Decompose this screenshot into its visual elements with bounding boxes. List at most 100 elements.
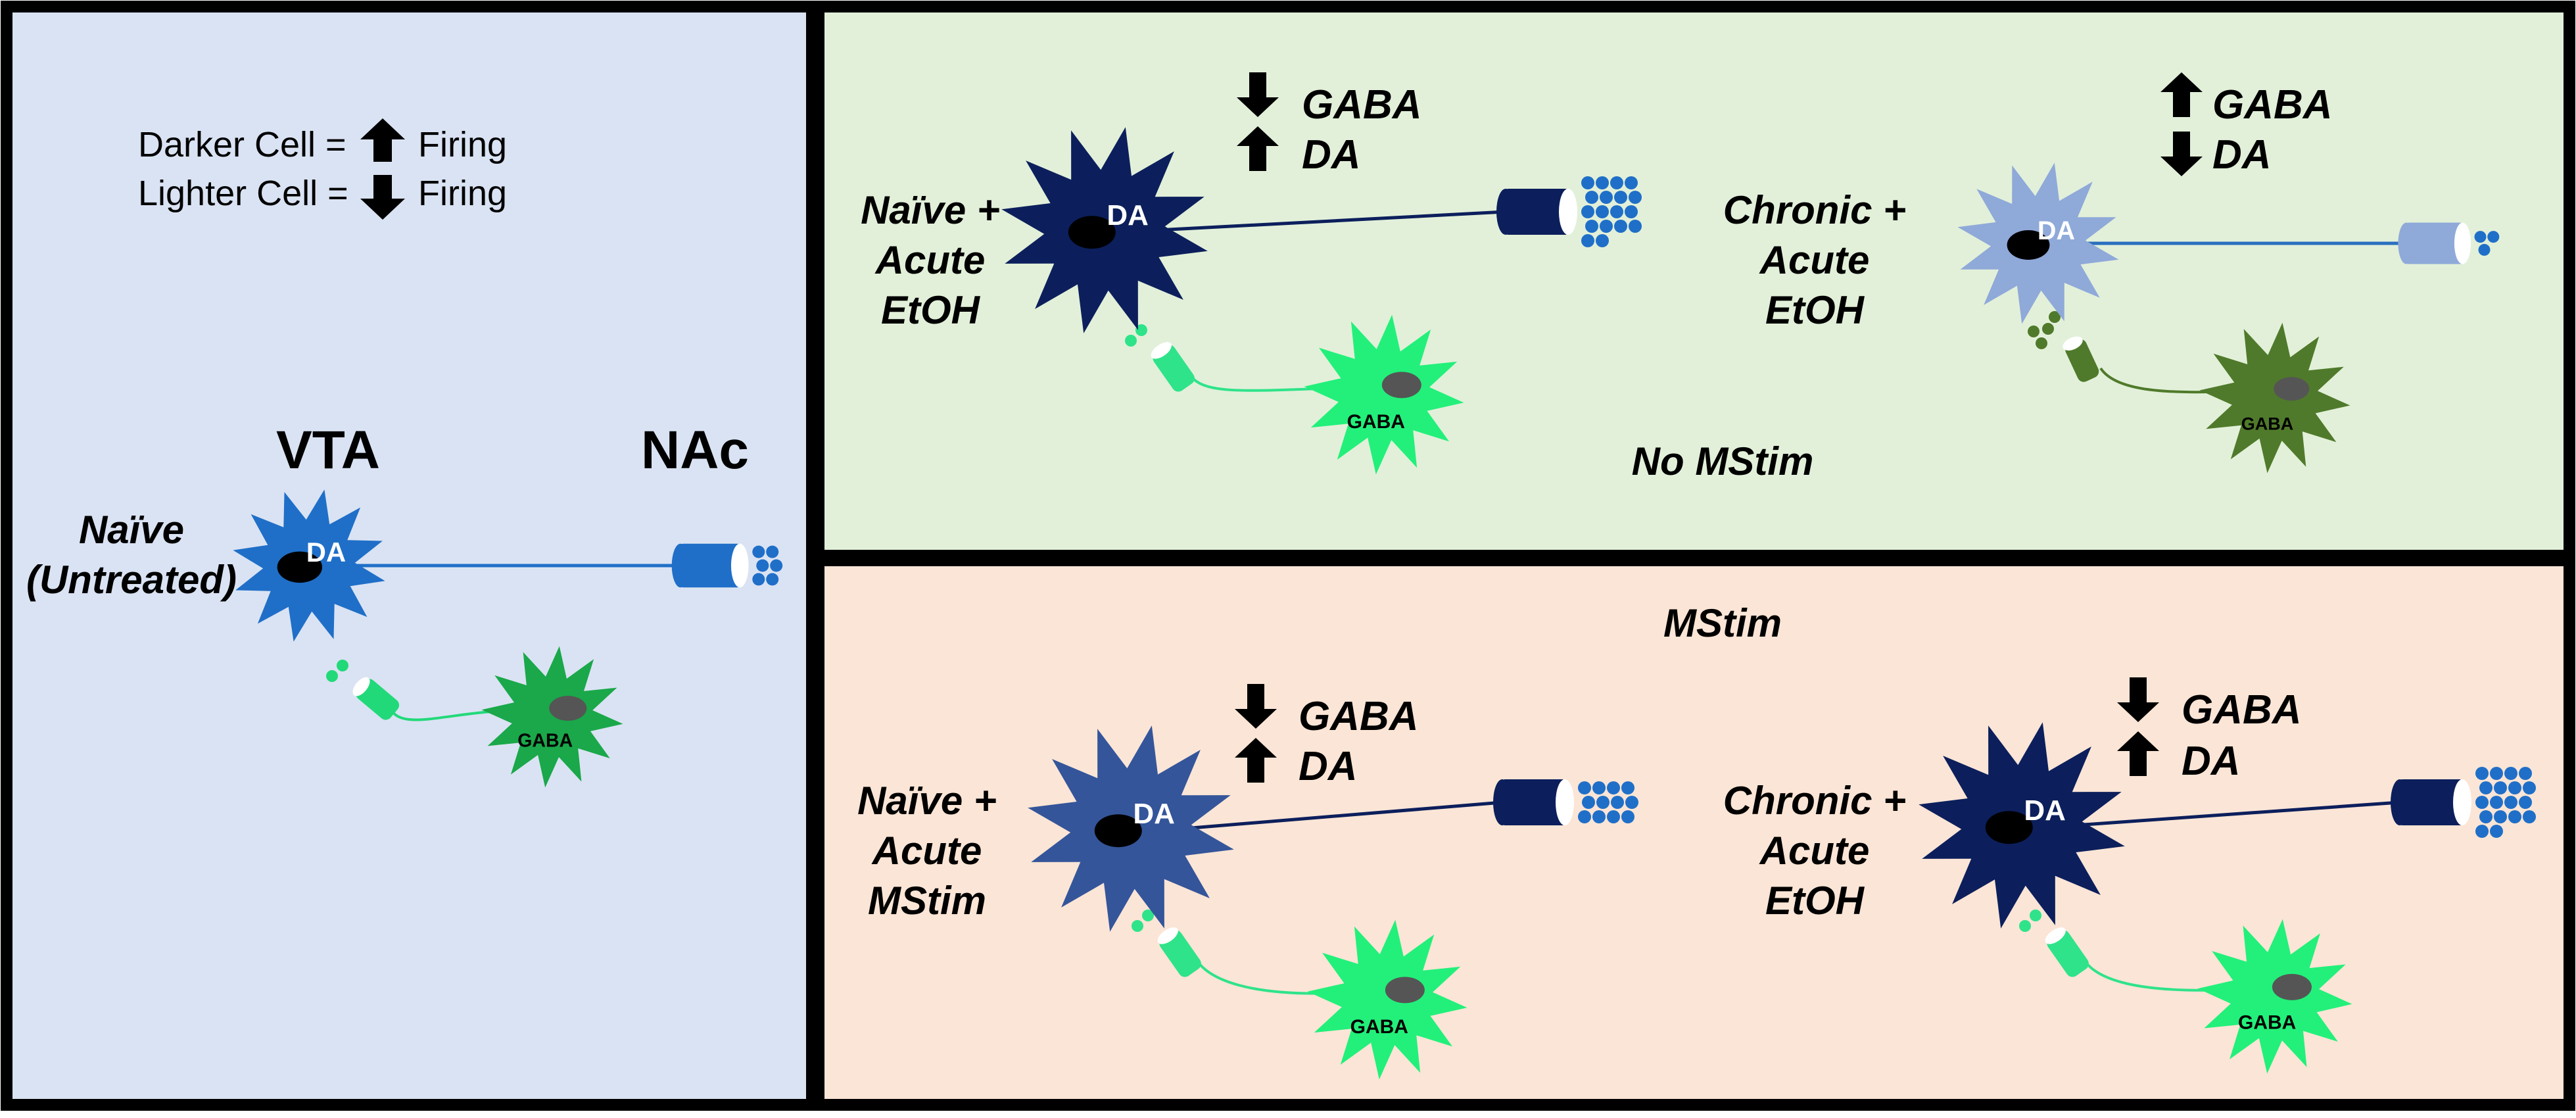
- da-change-label: DA: [1302, 132, 1361, 178]
- no-mstim-heading: No MStim: [1632, 439, 1814, 483]
- condition-naive-untreated: Naïve (Untreated): [26, 508, 237, 602]
- condition-bottom-right: Chronic + Acute EtOH: [1723, 779, 1906, 923]
- gaba-axon: [1195, 959, 1339, 995]
- gaba-vesicle: [1142, 910, 1154, 921]
- gaba-cell-label: GABA: [1350, 1016, 1408, 1038]
- gaba-terminal-body: [1159, 930, 1201, 977]
- nac-terminal: [680, 543, 740, 588]
- condition-line: Chronic +: [1723, 779, 1906, 823]
- nac-terminal: [2400, 779, 2462, 825]
- condition-line: Acute: [1759, 829, 1870, 873]
- condition-line: Acute: [874, 238, 986, 282]
- gaba-cell-label: GABA: [1347, 411, 1405, 433]
- vesicle: [1596, 205, 1609, 218]
- vesicle: [766, 545, 779, 558]
- gaba-terminal-body: [2047, 930, 2089, 977]
- gaba-terminal-opening: [1157, 927, 1178, 944]
- condition-bottom-left: Naïve + Acute MStim: [857, 779, 997, 923]
- gaba-change-label: GABA: [2182, 687, 2302, 733]
- vesicle: [1581, 234, 1594, 247]
- vesicle: [756, 559, 769, 572]
- vesicle: [1585, 220, 1598, 233]
- vesicle: [1600, 191, 1613, 204]
- gaba-vesicle: [2030, 910, 2041, 921]
- up-arrow-icon: [2160, 72, 2203, 117]
- vesicle: [1629, 220, 1642, 233]
- gaba-cell-label: GABA: [2238, 1012, 2296, 1034]
- nac-terminal-cap: [1496, 189, 1515, 235]
- vesicle: [1625, 796, 1638, 809]
- vesicle: [2479, 810, 2493, 823]
- nac-terminal-cap: [2398, 222, 2415, 264]
- gaba-vesicle: [2019, 920, 2031, 932]
- vesicle: [2475, 767, 2489, 780]
- vesicle: [1596, 234, 1609, 247]
- gaba-terminal: [352, 677, 400, 720]
- nac-terminal-cap: [671, 543, 690, 588]
- vesicle: [1592, 810, 1606, 823]
- vesicle: [2490, 825, 2503, 838]
- vesicle: [1614, 191, 1627, 204]
- vesicle: [1611, 796, 1624, 809]
- up-arrow-icon: [1237, 126, 1279, 171]
- vesicle: [2508, 781, 2521, 794]
- gaba-change-label: GABA: [2212, 82, 2333, 128]
- vesicle: [2475, 825, 2489, 838]
- change-indicators-top-right: GABA DA: [2160, 72, 2333, 178]
- nac-terminal-cap: [1493, 779, 1512, 825]
- vesicle: [2479, 781, 2493, 794]
- vesicle: [2504, 767, 2517, 780]
- gaba-terminal: [1151, 342, 1195, 392]
- gaba-nucleus: [2272, 973, 2312, 1000]
- da-cell-label: DA: [2024, 794, 2066, 827]
- gaba-terminal-body: [2065, 339, 2099, 382]
- vesicle: [1592, 781, 1606, 794]
- gaba-cell: [2199, 322, 2350, 474]
- da-axon: [2074, 800, 2400, 827]
- nac-terminal: [2406, 222, 2463, 264]
- condition-line: MStim: [868, 879, 986, 923]
- da-nucleus: [2007, 230, 2050, 260]
- condition-line: Chronic +: [1723, 188, 1906, 232]
- condition-line: Naïve +: [857, 779, 997, 823]
- vesicle: [1607, 810, 1620, 823]
- vesicle: [1607, 781, 1620, 794]
- nac-terminal-opening: [1559, 189, 1577, 235]
- gaba-vesicle: [1132, 920, 1143, 932]
- da-change-label: DA: [1299, 744, 1358, 789]
- condition-line: Acute: [1759, 238, 1870, 282]
- gaba-cell: [1304, 314, 1464, 475]
- vesicle: [1600, 220, 1613, 233]
- vesicle: [1578, 781, 1591, 794]
- vesicle: [2504, 796, 2517, 809]
- gaba-nucleus: [549, 696, 587, 721]
- condition-line: EtOH: [881, 288, 981, 332]
- da-nucleus: [1068, 216, 1116, 249]
- vesicle: [1625, 176, 1638, 189]
- vesicle: [2490, 767, 2503, 780]
- vesicle: [1610, 176, 1623, 189]
- vesicle: [1614, 220, 1627, 233]
- gaba-change-label: GABA: [1302, 82, 1422, 128]
- vta-label: VTA: [276, 420, 380, 480]
- da-nucleus: [1985, 811, 2033, 844]
- gaba-cell-label: GABA: [517, 730, 573, 751]
- gaba-vesicle: [1135, 324, 1147, 336]
- vesicle: [766, 573, 779, 586]
- nac-terminal-cap: [2391, 779, 2409, 825]
- gaba-terminal-opening: [2063, 336, 2083, 351]
- vesicle: [2474, 231, 2487, 243]
- down-arrow-icon: [2160, 132, 2203, 176]
- gaba-terminal-opening: [2045, 927, 2066, 944]
- vesicle: [2478, 243, 2491, 256]
- vesicle: [1596, 176, 1609, 189]
- nac-terminal-opening: [730, 543, 749, 588]
- da-cell-label: DA: [1107, 199, 1149, 231]
- nac-terminal: [1502, 779, 1565, 825]
- vesicle: [2494, 810, 2507, 823]
- vesicle: [1621, 781, 1634, 794]
- up-arrow-icon: [2117, 731, 2159, 776]
- nac-terminal-opening: [1556, 779, 1574, 825]
- gaba-terminal: [2045, 927, 2089, 977]
- change-indicators-top-left: GABA DA: [1237, 72, 1422, 178]
